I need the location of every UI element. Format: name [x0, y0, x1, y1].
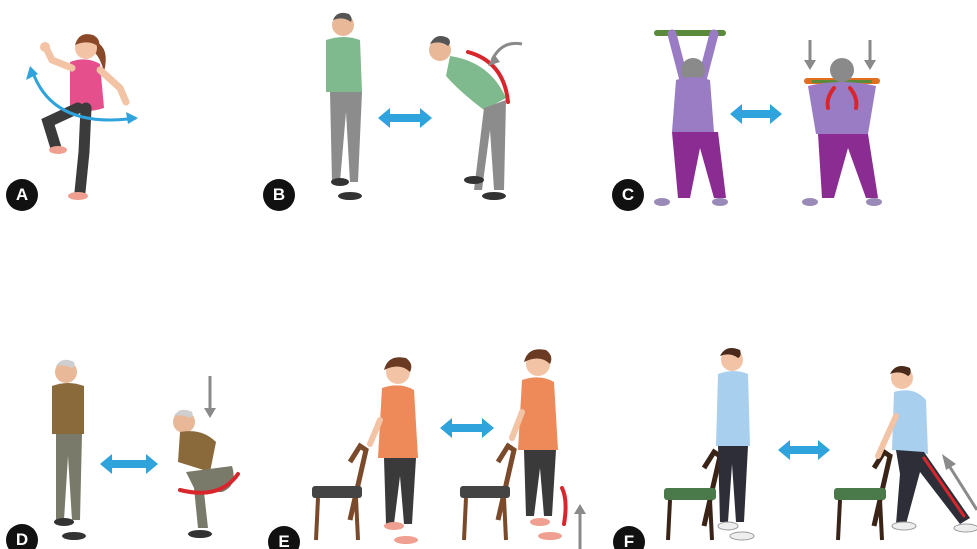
panel-d: D [0, 350, 250, 549]
panel-b-double-arrow-icon [378, 108, 432, 128]
panel-e-figure [268, 350, 608, 549]
panel-a: A [0, 0, 240, 220]
panel-b: B [250, 0, 550, 220]
panel-c-badge: C [612, 179, 644, 211]
panel-c: C [612, 0, 912, 220]
panel-c-figure [612, 0, 912, 220]
panel-f-double-arrow-icon [778, 440, 830, 460]
panel-f-chair-left [664, 452, 720, 540]
panel-e-double-arrow-icon [440, 418, 494, 438]
panel-c-double-arrow-icon [730, 104, 782, 124]
panel-a-badge: A [6, 179, 38, 211]
panel-f: F [612, 340, 977, 549]
panel-f-figure [612, 340, 977, 549]
panel-e: E [268, 350, 608, 549]
panel-e-chair-left [312, 446, 366, 540]
panel-b-figure [250, 0, 550, 220]
panel-d-figure [0, 350, 250, 549]
panel-d-double-arrow-icon [100, 454, 158, 474]
panel-d-badge: D [6, 524, 38, 549]
panel-b-badge: B [263, 179, 295, 211]
panel-f-chair-right [834, 452, 890, 540]
panel-e-chair-right [460, 446, 514, 540]
